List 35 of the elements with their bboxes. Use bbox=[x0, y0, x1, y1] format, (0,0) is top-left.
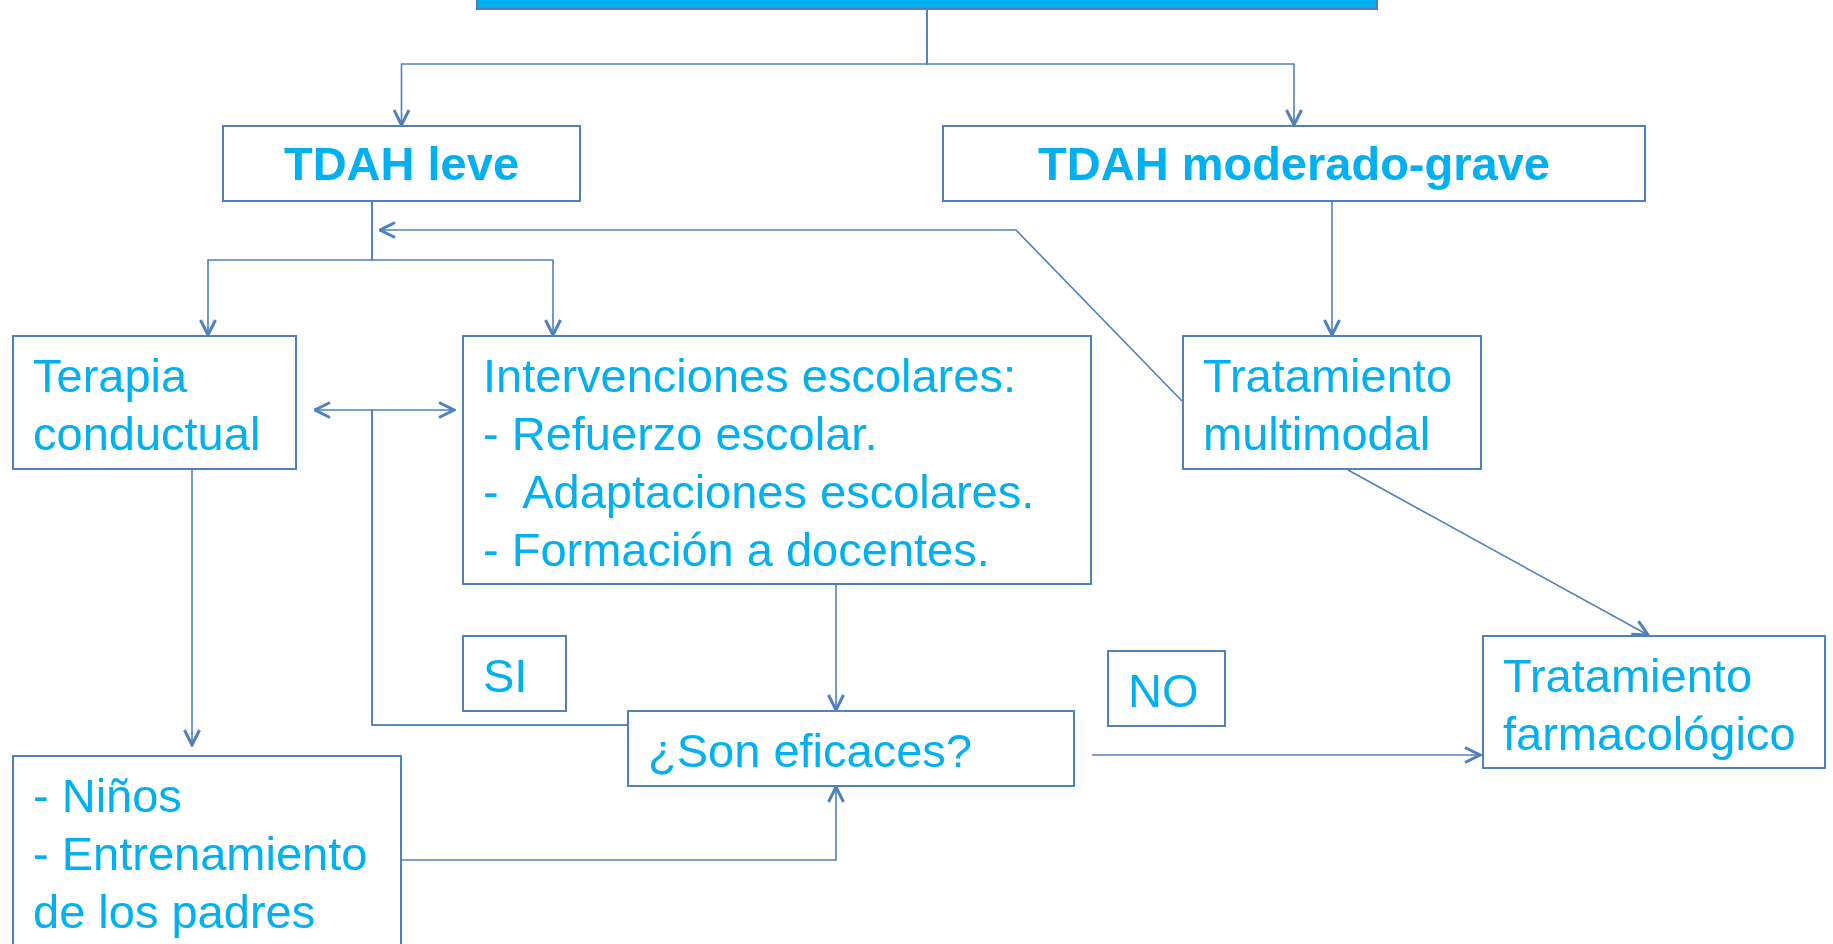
node-text: Tratamiento farmacológico bbox=[1503, 648, 1797, 762]
process-box bbox=[12, 755, 402, 944]
arrow bbox=[378, 221, 1183, 402]
process-box bbox=[627, 710, 1075, 787]
node-text: - Entrenamiento de los padres bbox=[33, 826, 369, 940]
arrow bbox=[401, 785, 845, 861]
node-text: ¿Son eficaces? bbox=[648, 723, 972, 779]
node-text: Terapia conductual bbox=[33, 348, 262, 462]
process-box bbox=[1482, 635, 1826, 769]
arrow bbox=[926, 7, 1303, 127]
arrow bbox=[183, 469, 201, 747]
node-text: Tratamiento multimodal bbox=[1203, 348, 1454, 462]
process-box bbox=[1182, 335, 1482, 470]
node-text: TDAH moderado-grave bbox=[1038, 135, 1550, 192]
process-box bbox=[1107, 650, 1226, 727]
arrow bbox=[1323, 201, 1341, 337]
arrow bbox=[827, 584, 845, 712]
node-text: - Adaptaciones escolares. bbox=[483, 464, 1035, 520]
process-box bbox=[462, 635, 567, 712]
node-text: NO bbox=[1128, 663, 1199, 719]
process-box bbox=[12, 335, 297, 470]
node-text: - Refuerzo escolar. bbox=[483, 406, 878, 462]
arrow bbox=[371, 401, 628, 726]
heading-box bbox=[222, 125, 581, 202]
heading-box bbox=[942, 125, 1646, 202]
process-box bbox=[462, 335, 1092, 585]
bar-shape bbox=[476, 0, 1378, 10]
node-text: - Formación a docentes. bbox=[483, 522, 990, 578]
arrow bbox=[1091, 746, 1482, 764]
node-text: TDAH leve bbox=[283, 135, 520, 192]
arrow bbox=[1347, 469, 1650, 637]
node-text: - Niños bbox=[33, 768, 182, 824]
node-text: SI bbox=[483, 648, 528, 704]
node-text: Intervenciones escolares: bbox=[483, 348, 1016, 404]
arrow bbox=[371, 201, 562, 337]
